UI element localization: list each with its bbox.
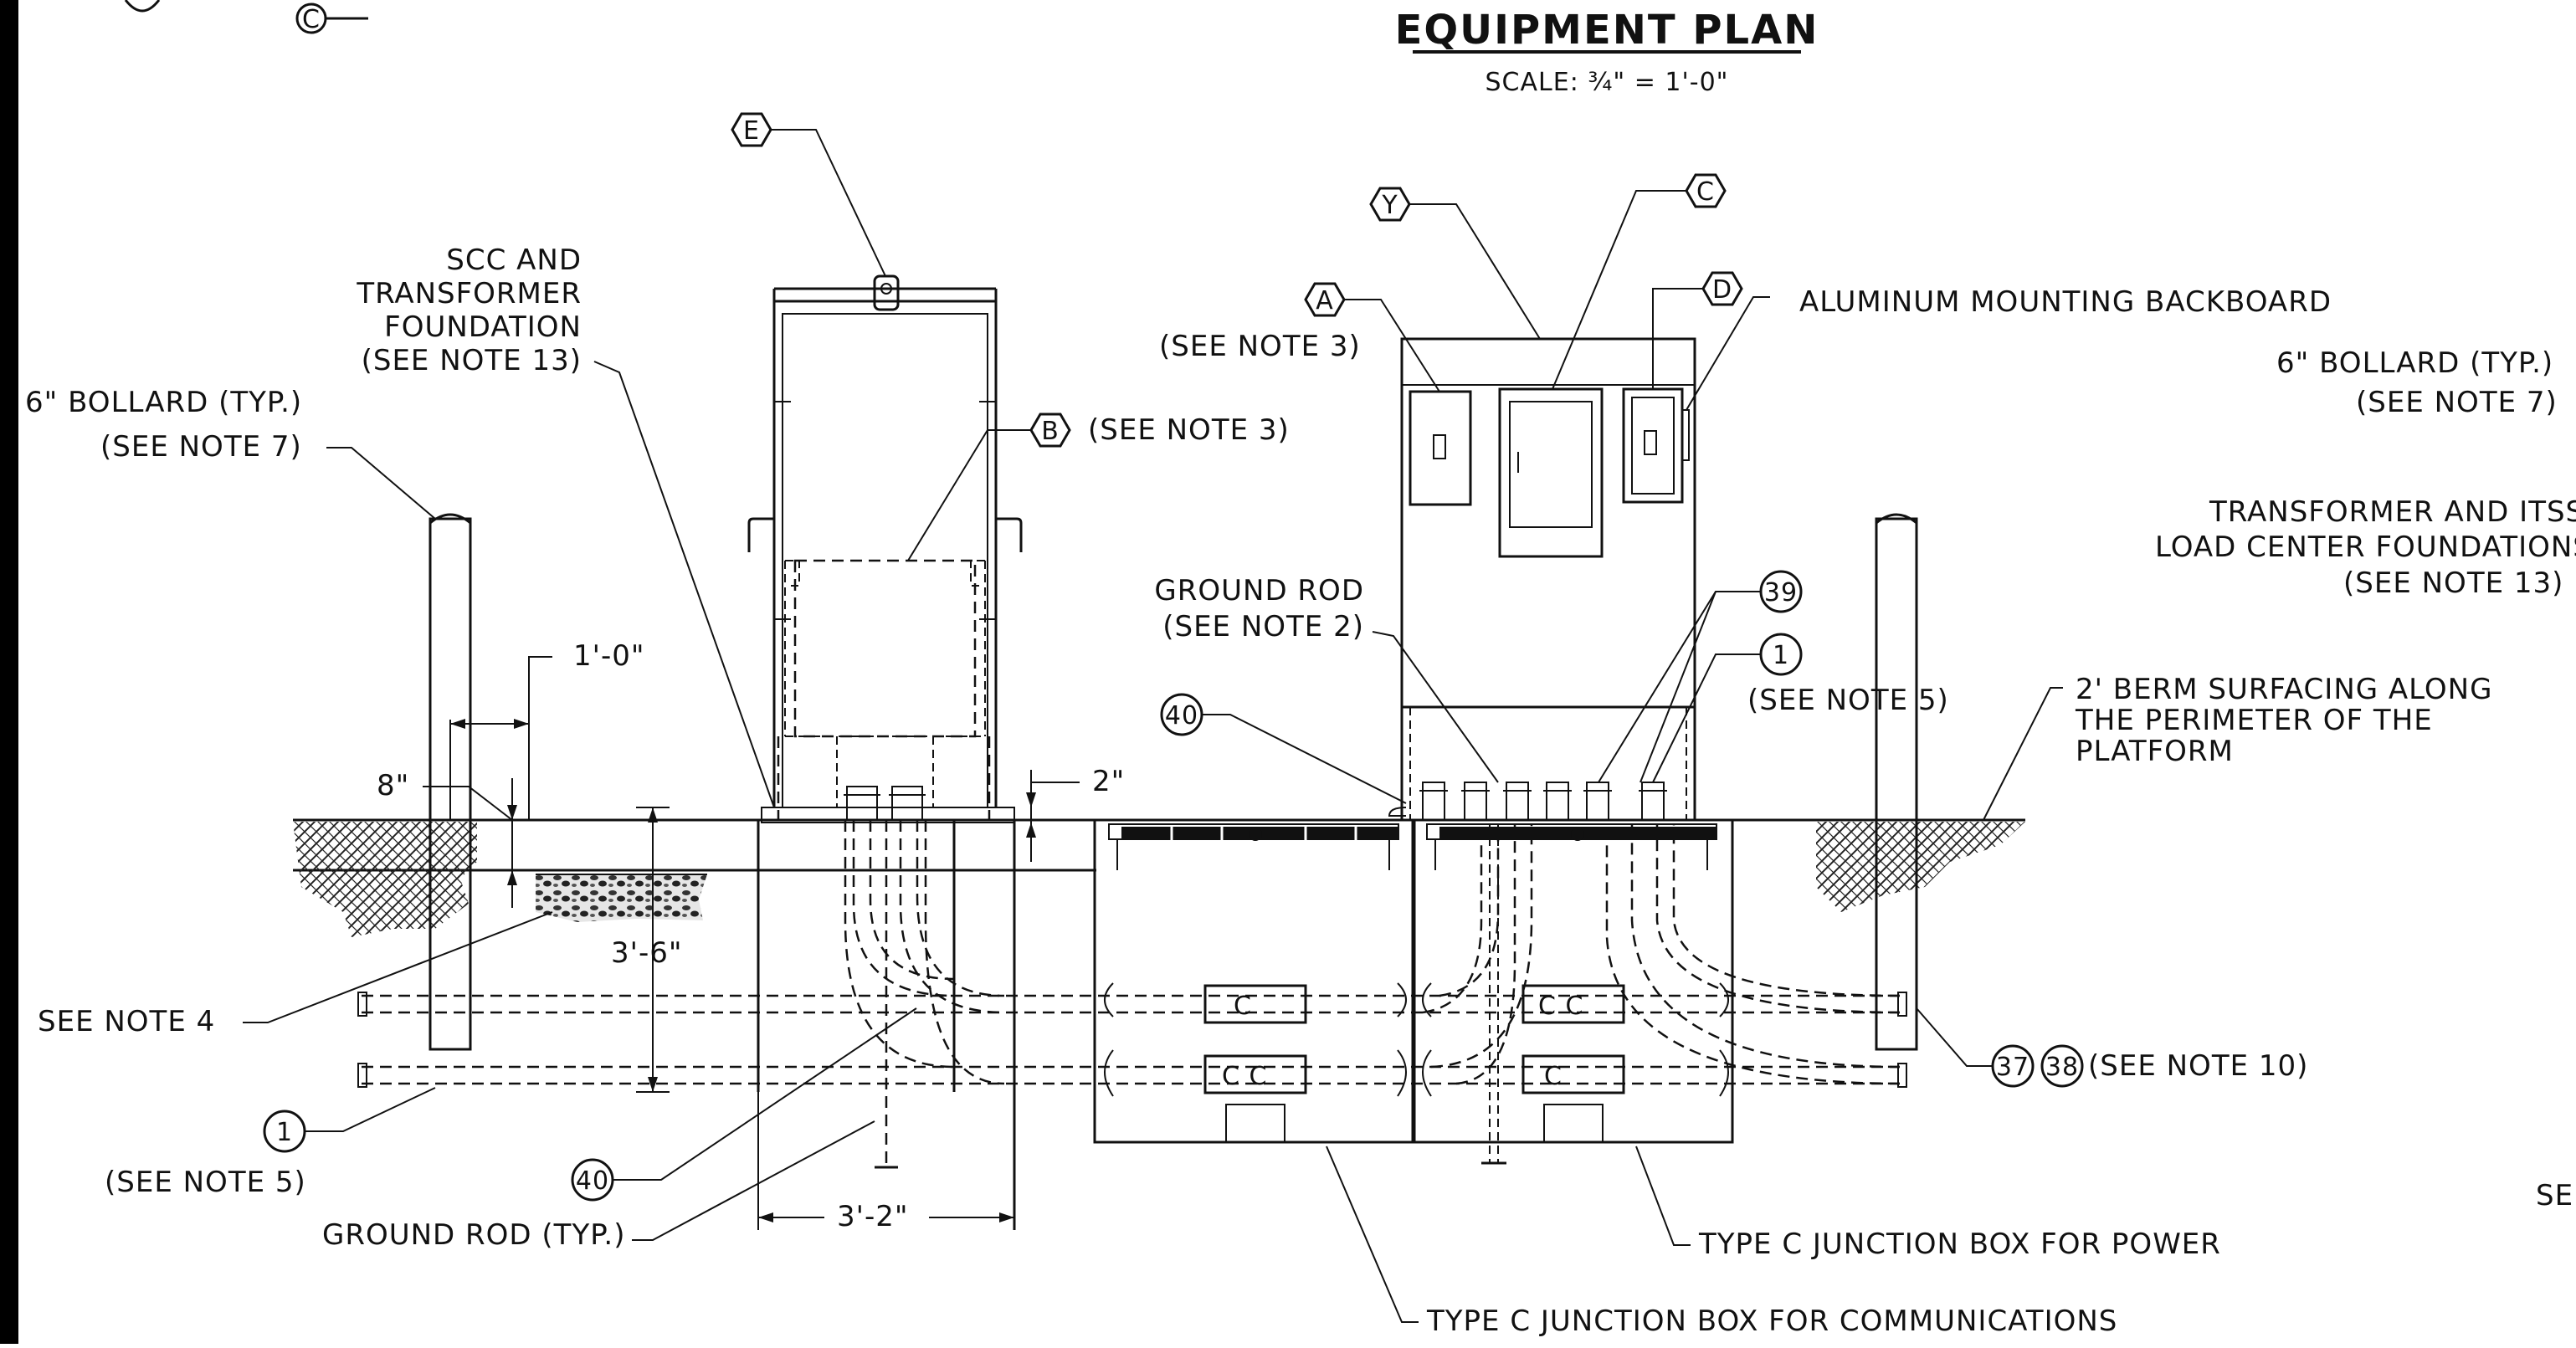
svg-text:PLATFORM: PLATFORM xyxy=(2076,735,2234,768)
label-bollard-left: 6" BOLLARD (TYP.) (SEE NOTE 7) xyxy=(25,386,436,520)
svg-text:GROUND ROD: GROUND ROD xyxy=(1154,574,1364,607)
conduits xyxy=(357,820,1907,1088)
svg-text:THE PERIMETER OF THE: THE PERIMETER OF THE xyxy=(2075,704,2433,737)
scc-cabinet xyxy=(747,274,1023,821)
label-see-note3-b: (SEE NOTE 3) xyxy=(1088,413,1290,447)
svg-text:38: 38 xyxy=(2045,1053,2079,1082)
dim-3ft2: 3'-2" xyxy=(757,1092,1014,1233)
tag-c: C xyxy=(1552,173,1727,390)
svg-text:TRANSFORMER AND ITSS: TRANSFORMER AND ITSS xyxy=(2209,495,2576,529)
svg-text:LOAD CENTER FOUNDATIONS: LOAD CENTER FOUNDATIONS xyxy=(2155,530,2576,564)
svg-text:6" BOLLARD (TYP.): 6" BOLLARD (TYP.) xyxy=(2276,346,2553,380)
svg-text:3'-2": 3'-2" xyxy=(837,1200,909,1233)
itss-load-center-cabinet xyxy=(1388,337,1696,821)
svg-text:2' BERM SURFACING ALONG: 2' BERM SURFACING ALONG xyxy=(2076,673,2492,706)
label-ground-rod: GROUND ROD (SEE NOTE 2) xyxy=(1154,574,1499,783)
svg-text:(SEE NOTE 2): (SEE NOTE 2) xyxy=(1162,610,1364,643)
svg-text:37: 37 xyxy=(1996,1053,2029,1082)
tag-y: Y xyxy=(1369,187,1541,340)
svg-text:(SEE NOTE 7): (SEE NOTE 7) xyxy=(2356,386,2558,419)
label-see-note4: SEE NOTE 4 xyxy=(38,911,553,1038)
bollard-right xyxy=(1875,513,1918,1051)
svg-text:TYPE C JUNCTION BOX FOR COMMUN: TYPE C JUNCTION BOX FOR COMMUNICATIONS xyxy=(1426,1304,2117,1338)
label-see-note10: (SEE NOTE 10) xyxy=(2088,1049,2308,1083)
label-ground-rod-typ: GROUND ROD (TYP.) xyxy=(322,1120,875,1252)
svg-text:A: A xyxy=(1316,286,1334,315)
svg-text:SEE NOTE 4: SEE NOTE 4 xyxy=(38,1005,215,1038)
svg-text:1'-0": 1'-0" xyxy=(573,639,645,673)
svg-text:C: C xyxy=(1544,1062,1563,1091)
svg-text:B: B xyxy=(1041,417,1060,446)
label-see-note5-right: (SEE NOTE 5) xyxy=(1747,684,1949,717)
junction-box-communications: C C C xyxy=(1093,818,1414,1144)
svg-text:D: D xyxy=(1712,275,1732,305)
tag-a: A (SEE NOTE 3) xyxy=(1159,282,1440,392)
label-bollard-right: 6" BOLLARD (TYP.) (SEE NOTE 7) xyxy=(2276,346,2558,419)
svg-text:C C: C C xyxy=(1538,992,1583,1021)
label-aluminum-backboard: ALUMINUM MOUNTING BACKBOARD xyxy=(1799,285,2332,319)
svg-text:TRANSFORMER: TRANSFORMER xyxy=(356,277,582,310)
dim-1ft: 1'-0" xyxy=(449,639,645,820)
svg-text:6" BOLLARD (TYP.): 6" BOLLARD (TYP.) xyxy=(25,386,302,419)
dim-2in: 2" xyxy=(1026,765,1125,862)
tag-1-left: 1 (SEE NOTE 5) xyxy=(105,1087,436,1199)
scc-transformer-foundation xyxy=(757,736,1016,1230)
ground-rod-left xyxy=(875,820,898,1169)
lifting-eye-icon xyxy=(873,274,900,311)
sheet-border xyxy=(0,0,18,1344)
tag-40-low: 40 xyxy=(571,1007,917,1202)
label-see-note3-a: (SEE NOTE 3) xyxy=(1159,330,1361,363)
tag-39: 39 xyxy=(1598,570,1803,783)
tag-1-right: 1 (SEE NOTE 5) xyxy=(1652,633,1949,783)
tag-c-top-left: C xyxy=(124,0,368,34)
dim-3ft6: 3'-6" xyxy=(611,807,683,1093)
svg-text:40: 40 xyxy=(1165,701,1198,730)
svg-text:(SEE NOTE 7): (SEE NOTE 7) xyxy=(100,430,302,464)
title-block: EQUIPMENT PLAN SCALE: ¾" = 1'-0" xyxy=(1395,7,1819,97)
svg-text:1: 1 xyxy=(1773,641,1789,670)
handle-right-icon xyxy=(996,517,1023,552)
svg-text:SCC AND: SCC AND xyxy=(446,243,582,277)
tag-37-38: 37 38 (SEE NOTE 10) xyxy=(1916,1007,2308,1088)
svg-text:1: 1 xyxy=(276,1118,293,1147)
handle-left-icon xyxy=(747,517,774,552)
svg-text:2": 2" xyxy=(1092,765,1125,798)
svg-text:40: 40 xyxy=(576,1166,609,1196)
bollard-left xyxy=(428,513,472,1051)
svg-text:39: 39 xyxy=(1764,578,1798,607)
svg-text:GROUND ROD (TYP.): GROUND ROD (TYP.) xyxy=(322,1218,626,1252)
tag-40-mid: 40 xyxy=(1160,693,1407,804)
tag-b: B (SEE NOTE 3) xyxy=(907,413,1290,561)
svg-text:C: C xyxy=(302,5,321,34)
svg-text:8": 8" xyxy=(377,769,409,802)
svg-text:Y: Y xyxy=(1381,191,1398,220)
svg-text:C: C xyxy=(1696,177,1715,207)
scale-note: SCALE: ¾" = 1'-0" xyxy=(1486,68,1729,97)
label-see-note5-left: (SEE NOTE 5) xyxy=(105,1166,306,1199)
svg-text:C C: C C xyxy=(1222,1062,1267,1091)
svg-text:(SEE NOTE 13): (SEE NOTE 13) xyxy=(362,344,582,377)
label-berm: 2' BERM SURFACING ALONG THE PERIMETER OF… xyxy=(1983,673,2492,821)
svg-text:E: E xyxy=(743,116,760,146)
svg-text:FOUNDATION: FOUNDATION xyxy=(384,310,582,344)
svg-text:TYPE C JUNCTION BOX FOR POWER: TYPE C JUNCTION BOX FOR POWER xyxy=(1698,1228,2221,1261)
svg-text:C: C xyxy=(1234,992,1252,1021)
label-jb-comm: TYPE C JUNCTION BOX FOR COMMUNICATIONS xyxy=(1326,1146,2117,1338)
tag-e: E xyxy=(731,112,886,277)
svg-text:(SEE NOTE 13): (SEE NOTE 13) xyxy=(2343,566,2563,600)
tag-d: D ALUMINUM MOUNTING BACKBOARD xyxy=(1652,271,2332,411)
junction-box-power: C C C xyxy=(1413,818,1734,1165)
dim-8in: 8" xyxy=(377,769,517,908)
label-scc-foundation: SCC AND TRANSFORMER FOUNDATION (SEE NOTE… xyxy=(356,243,775,808)
page-title: EQUIPMENT PLAN xyxy=(1395,7,1819,54)
label-edge-se: SE xyxy=(2536,1179,2573,1212)
label-transformer-itss: TRANSFORMER AND ITSS LOAD CENTER FOUNDAT… xyxy=(2155,495,2576,600)
label-jb-power: TYPE C JUNCTION BOX FOR POWER xyxy=(1635,1146,2221,1261)
svg-text:3'-6": 3'-6" xyxy=(611,936,683,970)
